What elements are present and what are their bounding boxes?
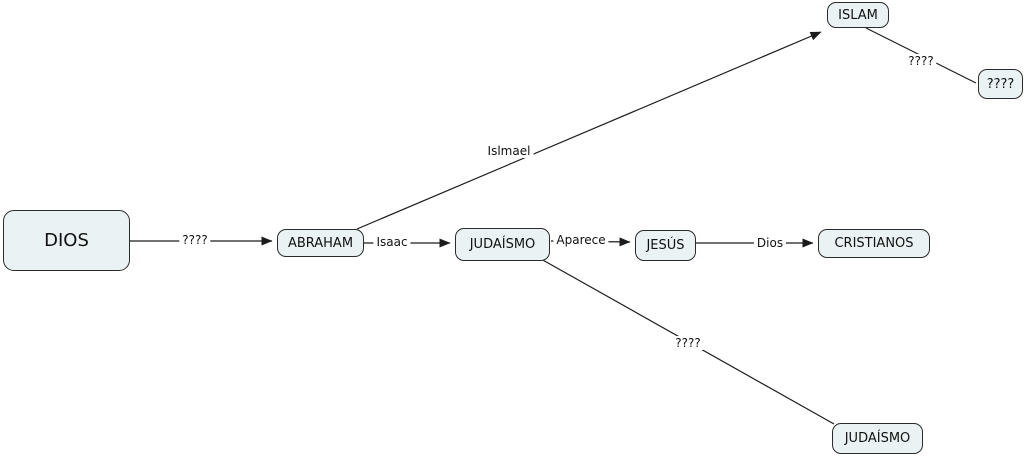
- node-islam[interactable]: ISLAM: [827, 2, 889, 28]
- node-islam-unknown-label: ????: [986, 76, 1015, 92]
- node-dios[interactable]: DIOS: [3, 210, 130, 271]
- node-abraham-label: ABRAHAM: [287, 235, 354, 251]
- node-jesus[interactable]: JESÚS: [635, 230, 696, 261]
- edge-label-abraham-judaismo[interactable]: Isaac: [373, 235, 411, 249]
- edge-label-islam-unknown[interactable]: ????: [905, 54, 937, 68]
- node-judaismo-bottom-label: JUDAÍSMO: [844, 431, 911, 446]
- edge-label-judaismo-judaismo[interactable]: ????: [672, 336, 704, 350]
- edge-label-dios-abraham[interactable]: ????: [179, 233, 211, 247]
- node-islam-label: ISLAM: [838, 7, 878, 23]
- node-judaismo-top-label: JUDAÍSMO: [469, 237, 536, 252]
- node-dios-label: DIOS: [44, 230, 89, 251]
- edge-label-jesus-cristianos[interactable]: Dios: [753, 236, 787, 250]
- edge-label-abraham-islam[interactable]: Islmael: [484, 144, 534, 158]
- node-cristianos[interactable]: CRISTIANOS: [818, 229, 930, 258]
- connector-abraham-islam[interactable]: [356, 31, 822, 230]
- node-judaismo-top[interactable]: JUDAÍSMO: [455, 228, 550, 261]
- node-islam-unknown[interactable]: ????: [978, 69, 1023, 99]
- node-abraham[interactable]: ABRAHAM: [277, 229, 364, 257]
- node-cristianos-label: CRISTIANOS: [834, 236, 914, 251]
- node-judaismo-bottom[interactable]: JUDAÍSMO: [832, 423, 923, 454]
- node-jesus-label: JESÚS: [646, 238, 685, 253]
- edge-label-judaismo-jesus[interactable]: Aparece: [553, 233, 609, 247]
